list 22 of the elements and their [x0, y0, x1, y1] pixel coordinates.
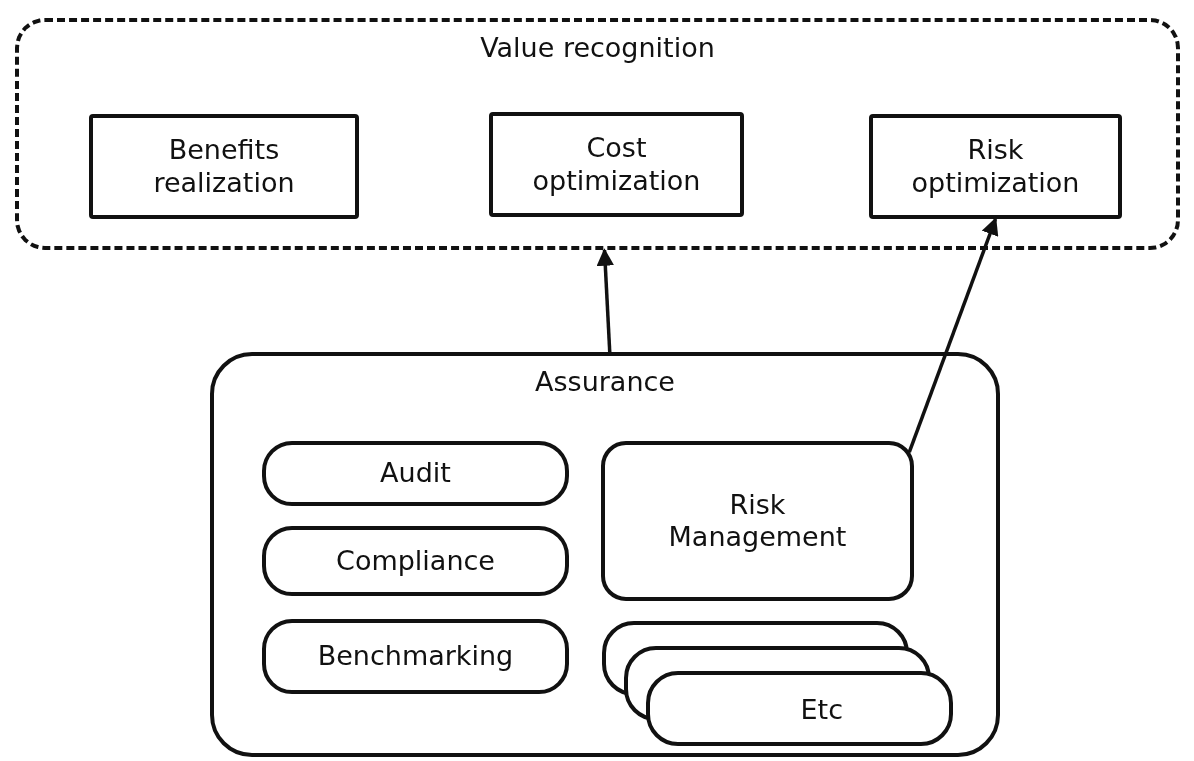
- process-box: [869, 114, 1122, 219]
- arrow: [907, 217, 999, 453]
- process-box: [601, 441, 914, 601]
- node-label: Benchmarking: [317, 640, 514, 673]
- process-box: [262, 526, 569, 596]
- process-box: [262, 441, 569, 506]
- node-label: Compliance: [336, 544, 495, 578]
- arrow: [596, 248, 615, 353]
- node-label: Risk optimization: [910, 134, 1081, 199]
- process-box: [89, 114, 359, 219]
- dashed-group-box: [15, 18, 1180, 250]
- node-label: Risk Management: [667, 488, 848, 554]
- group-box: [210, 352, 1000, 757]
- node-label: Audit: [380, 457, 451, 490]
- card-stack: [602, 621, 953, 746]
- process-box: [262, 619, 569, 694]
- node-label: Benefits realization: [152, 134, 296, 199]
- process-box: [489, 112, 744, 217]
- node-label: Cost optimization: [531, 132, 702, 197]
- group-title: Assurance: [534, 366, 676, 399]
- group-title: Value recognition: [479, 32, 716, 65]
- node-label: Etc: [800, 693, 843, 726]
